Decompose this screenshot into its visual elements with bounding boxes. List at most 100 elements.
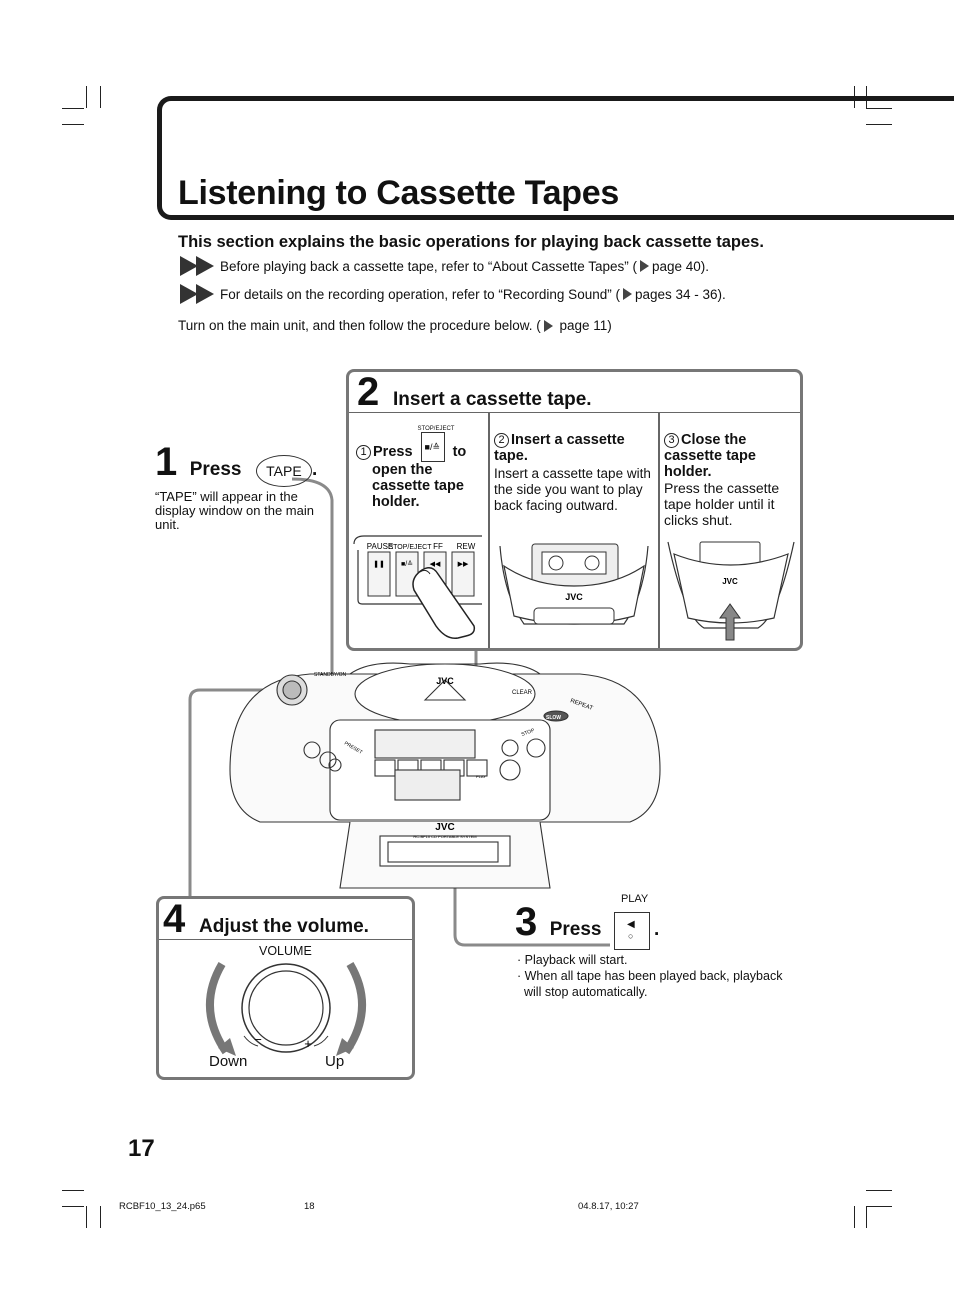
title-frame: [157, 96, 954, 220]
crop-mark: [866, 108, 892, 109]
step1-description: “TAPE” will appear in the display window…: [155, 489, 314, 532]
svg-text:▶▶: ▶▶: [458, 561, 469, 568]
jvc-logo: JVC: [565, 592, 583, 602]
stop-eject-button[interactable]: STOP/EJECT ■/≙: [418, 426, 454, 462]
tape-button[interactable]: TAPE: [255, 454, 312, 487]
play-button[interactable]: PLAY ◀ ○: [613, 893, 650, 950]
svg-text:JVC: JVC: [436, 676, 454, 686]
step4-number: 4: [163, 897, 186, 941]
reference-text-1a: Before playing back a cassette tape, ref…: [220, 258, 637, 274]
step1-label: Press: [189, 459, 242, 480]
procedure-note-a: Turn on the main unit, and then follow t…: [178, 318, 541, 333]
crop-mark: [86, 1206, 87, 1228]
button-panel-illustration: ❚❚ ■/≙ ◀◀ ▶▶ PAUSE STOP/EJECT FF REW: [353, 535, 482, 639]
arrow-icon: [622, 288, 632, 300]
panel-label: REW: [457, 542, 476, 551]
footer-filename: RCBF10_13_24.p65: [119, 1201, 206, 1212]
col3-heading: Close the cassette tape holder.: [664, 432, 756, 480]
plus-sign: +: [304, 1036, 312, 1051]
sub-step-number: 1: [356, 445, 371, 460]
volume-up-label: Up: [325, 1053, 345, 1070]
step4-box: [156, 896, 415, 1080]
step4-heading: 4 Adjust the volume.: [159, 897, 412, 941]
crop-mark: [62, 124, 84, 125]
step3-note-2b: will stop automatically.: [524, 985, 648, 999]
stop-eject-symbol: ■/≙: [424, 442, 441, 452]
svg-text:■/≙: ■/≙: [401, 560, 413, 568]
crop-mark: [86, 86, 87, 108]
device-label: STANDBY/ON: [314, 672, 347, 678]
volume-caption: VOLUME: [259, 944, 312, 958]
svg-text:JVC: JVC: [722, 577, 738, 586]
column-divider: [488, 412, 490, 648]
device-label: SLOW: [546, 715, 561, 721]
step2-title: Insert a cassette tape.: [393, 389, 592, 410]
step3-label: Press: [549, 919, 602, 940]
panel-label: FF: [433, 542, 443, 551]
col1-press: Press: [373, 444, 413, 460]
device-label: STOP: [521, 727, 536, 737]
col3-description: Press the cassette tape holder until it …: [664, 480, 780, 528]
period: .: [653, 919, 660, 940]
step3-number: 3: [515, 900, 538, 944]
volume-down-label: Down: [209, 1053, 248, 1070]
play-caption: PLAY: [620, 892, 649, 905]
page-title: Listening to Cassette Tapes: [178, 174, 619, 212]
play-icon: ◀: [626, 918, 635, 930]
crop-mark: [854, 1206, 855, 1228]
crop-mark: [866, 1206, 867, 1228]
panel-label: PAUSE: [367, 542, 394, 551]
step3-note-1: · Playback will start.: [517, 953, 628, 967]
crop-mark: [866, 1190, 892, 1191]
reference-line-2: For details on the recording operation, …: [180, 284, 726, 304]
intro-text: This section explains the basic operatio…: [178, 233, 764, 251]
arrow-icon: [639, 260, 649, 272]
reference-text-1b: page 40).: [651, 258, 710, 274]
crop-mark: [62, 1190, 84, 1191]
svg-text:◀◀: ◀◀: [430, 561, 441, 568]
crop-mark: [100, 1206, 101, 1228]
minus-sign: −: [254, 1032, 262, 1047]
column-divider: [658, 412, 660, 648]
crop-mark: [100, 86, 101, 108]
step1-number: 1: [155, 440, 178, 484]
procedure-note: Turn on the main unit, and then follow t…: [178, 318, 612, 333]
crop-mark: [62, 108, 84, 109]
device-label: PLAY: [476, 774, 486, 779]
reference-text-2a: For details on the recording operation, …: [220, 286, 620, 302]
sub-step-number: 2: [494, 433, 509, 448]
step3-note-2: · When all tape has been played back, pl…: [517, 969, 783, 983]
period: .: [311, 459, 318, 480]
device-model: RC-BF10 CD PORTABLE SYSTEM: [413, 834, 476, 839]
device-brand: JVC: [435, 822, 454, 833]
arrow-icon: [543, 320, 553, 333]
procedure-note-b: page 11): [555, 318, 612, 333]
button-caption: STOP/EJECT: [417, 426, 455, 432]
double-arrow-icon: [180, 284, 214, 304]
col2-description: Insert a cassette tape with the side you…: [494, 466, 651, 513]
cassette-close-illustration: JVC: [667, 541, 795, 641]
step2-number: 2: [357, 370, 380, 414]
cassette-insert-illustration: JVC: [499, 543, 649, 625]
crop-mark: [866, 124, 892, 125]
step2-heading: 2 Insert a cassette tape.: [349, 370, 800, 414]
step2-box: [346, 369, 803, 651]
col1-to: to: [452, 444, 467, 460]
step1-heading: 1 Press TAPE.: [155, 440, 317, 487]
crop-mark: [62, 1206, 84, 1207]
double-arrow-icon: [180, 256, 214, 276]
step4-title: Adjust the volume.: [199, 916, 369, 937]
col2-heading: Insert a cassette tape.: [494, 432, 625, 464]
footer-sheet: 18: [304, 1201, 315, 1212]
volume-knob-illustration: − +: [206, 961, 366, 1056]
crop-mark: [866, 1206, 892, 1207]
col1-instruction: open the cassette tape holder.: [372, 462, 464, 510]
device-label: CLEAR: [512, 690, 533, 696]
reference-text-2b: pages 34 - 36).: [634, 286, 726, 302]
record-indicator-icon: ○: [627, 930, 634, 941]
page-number: 17: [128, 1135, 155, 1162]
